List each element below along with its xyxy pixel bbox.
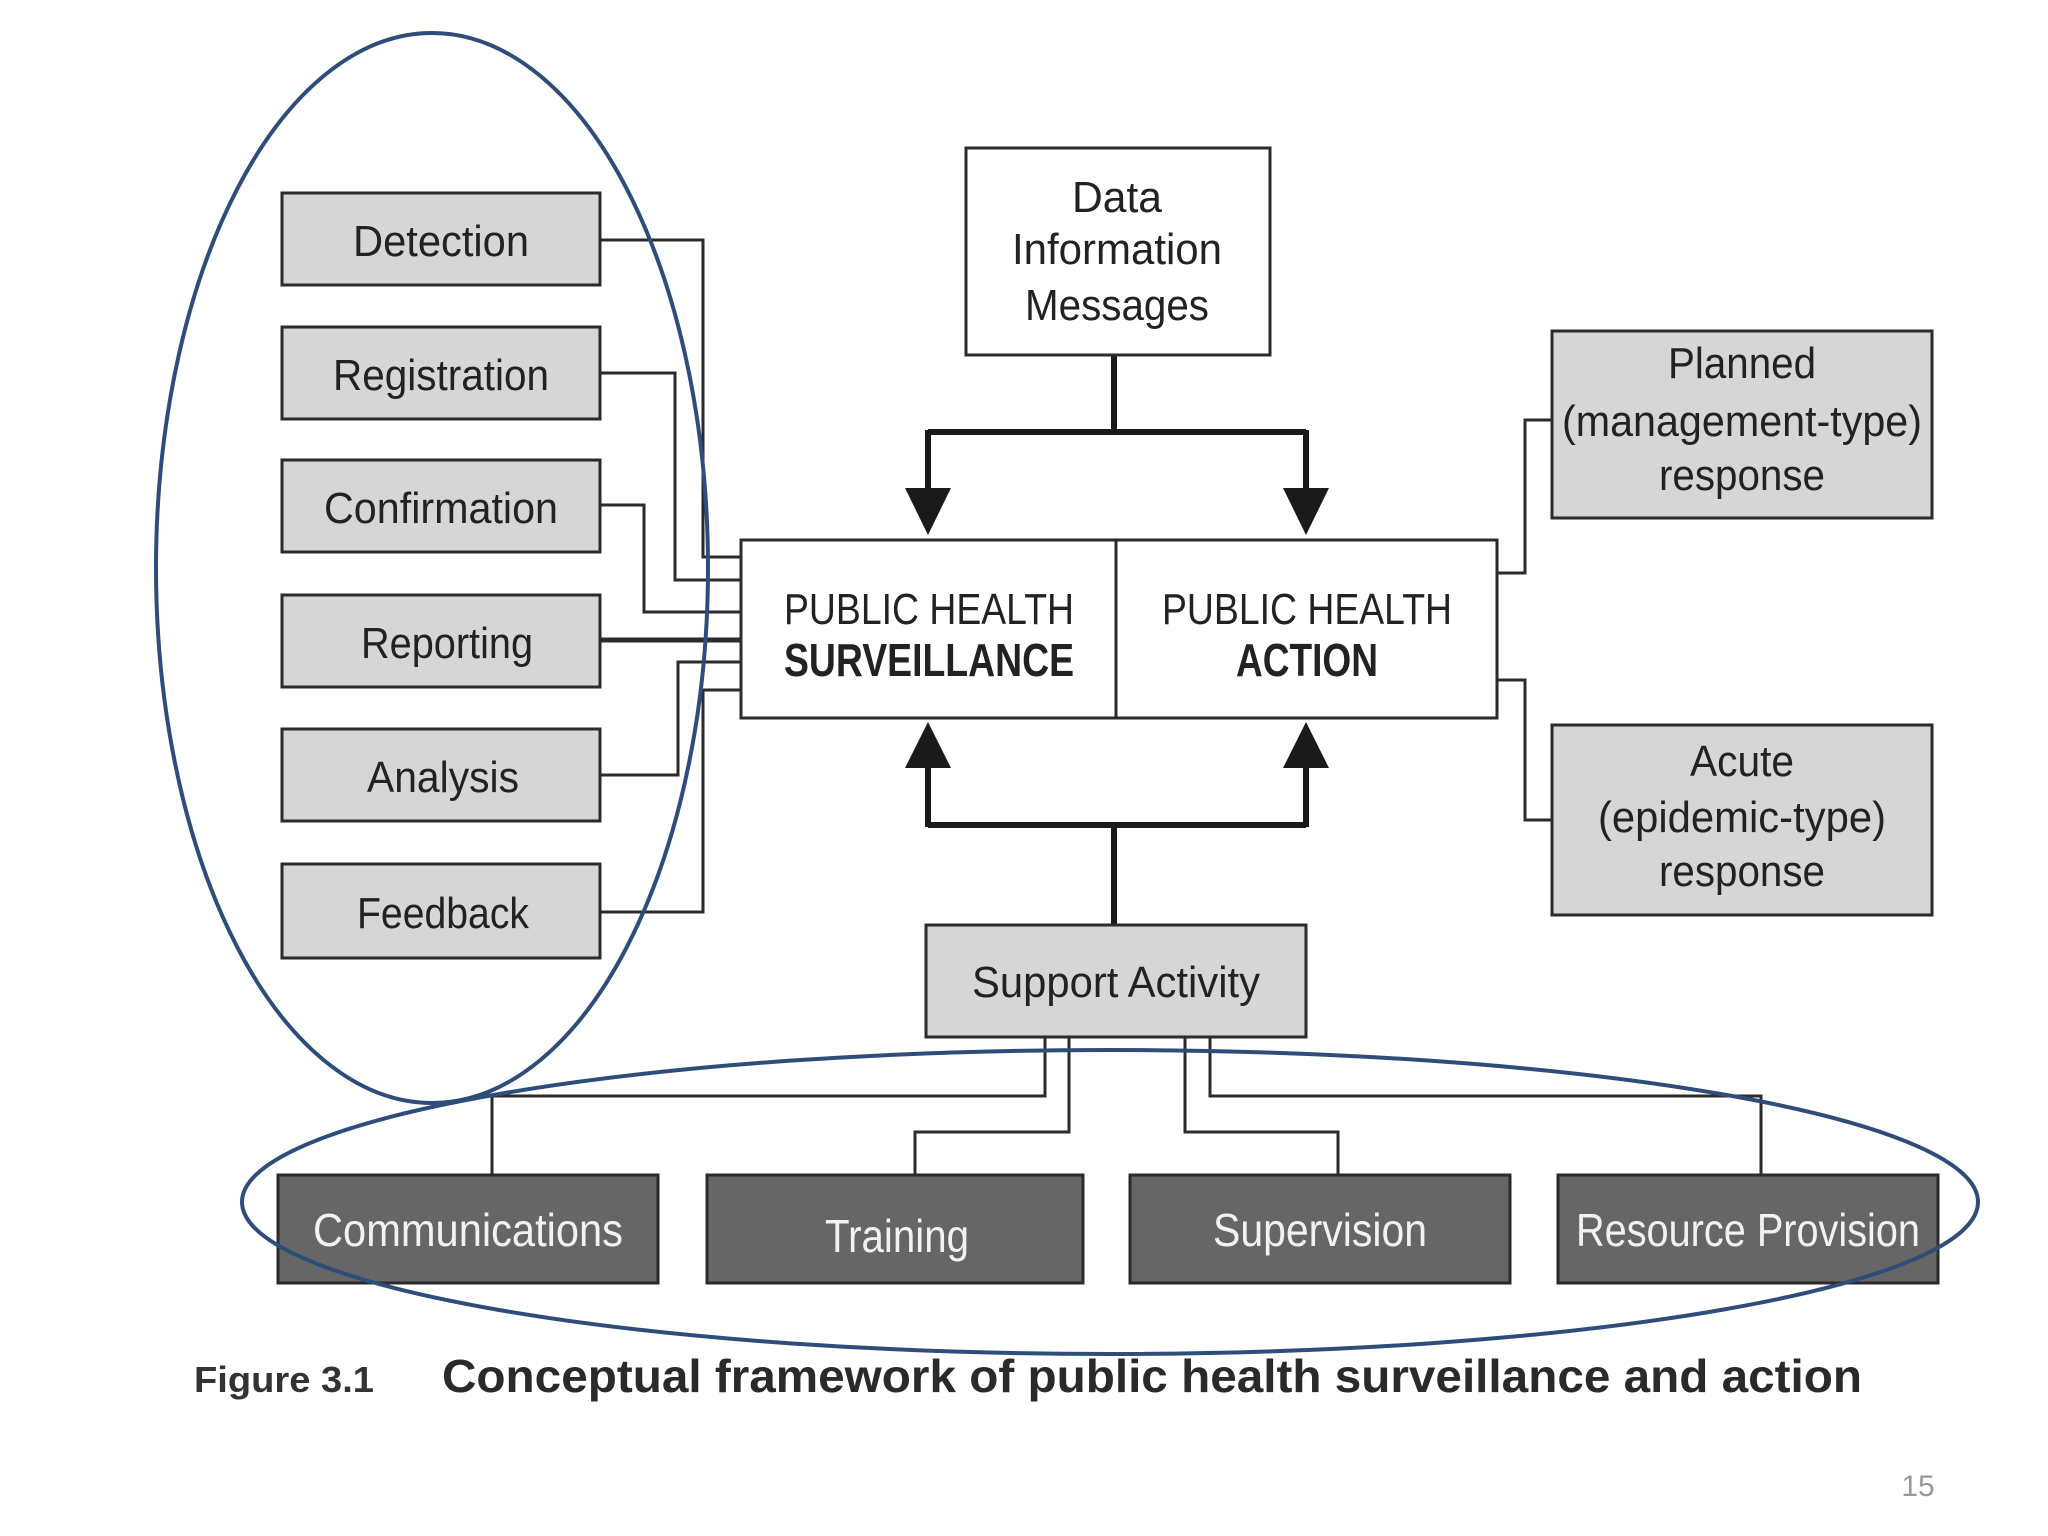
step-label: Detection [353,217,529,266]
caption-text: Conceptual framework of public health su… [442,1350,1862,1402]
step-confirmation: Confirmation [280,458,602,554]
arrow-up-action [1283,722,1329,768]
step-label: Confirmation [324,484,558,533]
support-items: Communications Training Supervision Reso… [276,1173,1940,1285]
planned-line-1: Planned [1668,339,1816,388]
support-activity-box: Support Activity [924,923,1308,1039]
response-connectors [1497,418,1552,822]
action-line-2: ACTION [1236,634,1378,686]
left-connectors [600,238,741,914]
connector-communications [490,1037,1047,1175]
arrow-down-action [1283,488,1329,535]
planned-line-3: response [1659,451,1825,500]
step-label: Registration [333,351,549,400]
support-items-highlight-ellipse [240,1048,1980,1356]
data-box-line-3: Messages [1025,281,1209,330]
connector-registration [600,371,741,582]
acute-line-2: (epidemic-type) [1598,793,1886,842]
left-steps-highlight-ellipse [154,31,710,1105]
support-item-label: Training [825,1210,969,1262]
connector-training [913,1037,1071,1175]
data-box-line-2: Information [1012,225,1222,274]
support-item-supervision: Supervision [1128,1173,1512,1285]
arrow-up-surveillance [905,722,951,768]
figure-caption: Figure 3.1 Conceptual framework of publi… [194,1350,1862,1402]
page-number: 15 [1901,1470,1934,1503]
step-feedback: Feedback [280,862,602,960]
arrow-down-surveillance [905,488,951,535]
connector-acute [1497,678,1552,822]
support-arrows [905,722,1329,925]
connector-confirmation [600,503,741,614]
planned-line-2: (management-type) [1562,397,1922,446]
step-label: Reporting [361,619,533,668]
action-panel: PUBLIC HEALTH ACTION [1162,585,1452,686]
step-label: Analysis [367,753,519,802]
surveillance-line-1: PUBLIC HEALTH [784,585,1074,634]
step-detection: Detection [280,191,602,287]
center-box: PUBLIC HEALTH SURVEILLANCE PUBLIC HEALTH… [739,538,1499,720]
caption-label: Figure 3.1 [194,1359,374,1400]
step-label: Feedback [357,889,530,938]
step-registration: Registration [280,325,602,421]
connector-planned [1497,418,1552,575]
data-box-line-1: Data [1072,173,1163,222]
data-box: Data Information Messages [964,146,1272,357]
support-item-resource-provision: Resource Provision [1556,1173,1940,1285]
connector-resource-provision [1208,1037,1763,1175]
support-item-label: Communications [313,1204,623,1256]
connector-feedback [600,688,741,914]
acute-line-1: Acute [1690,737,1794,786]
step-analysis: Analysis [280,727,602,823]
acute-response-box: Acute (epidemic-type) response [1550,723,1934,917]
acute-line-3: response [1659,847,1825,896]
support-connectors [490,1037,1763,1175]
planned-response-box: Planned (management-type) response [1550,329,1934,520]
connector-supervision [1183,1037,1340,1175]
surveillance-panel: PUBLIC HEALTH SURVEILLANCE [784,585,1074,686]
connector-analysis [600,660,741,777]
step-reporting: Reporting [280,593,602,689]
action-line-1: PUBLIC HEALTH [1162,585,1452,634]
connector-detection [600,238,741,559]
surveillance-line-2: SURVEILLANCE [784,634,1074,686]
support-item-label: Resource Provision [1576,1204,1920,1256]
support-item-training: Training [705,1173,1085,1285]
support-item-label: Supervision [1213,1204,1427,1256]
support-item-communications: Communications [276,1173,660,1285]
support-activity-label: Support Activity [972,958,1260,1007]
data-arrows [905,355,1329,535]
left-steps: Detection Registration Confirmation Repo… [280,191,602,960]
